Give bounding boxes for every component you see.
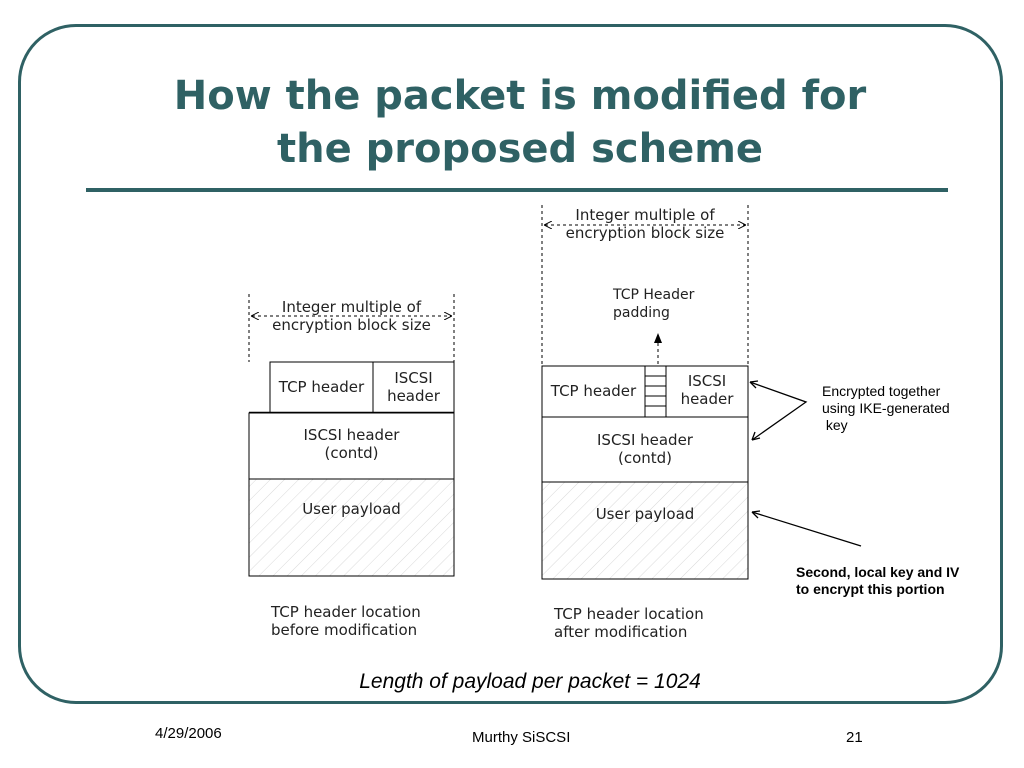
encrypted-together-note: Encrypted together using IKE-generated k…	[822, 383, 950, 434]
left-iscsi-contd-box	[248, 412, 455, 480]
right-iscsi-line-2: header	[680, 390, 734, 408]
right-user-payload: User payload	[595, 505, 695, 523]
left-span-label: Integer multiple of encryption block siz…	[249, 298, 454, 334]
title-line-2: the proposed scheme	[276, 126, 764, 172]
payload-length-formula: Length of payload per packet = 1024	[359, 670, 701, 693]
second-key-arrow	[751, 511, 862, 547]
annotation-arrows	[749, 380, 862, 547]
right-payload-box	[541, 481, 749, 580]
left-iscsi-contd-line-2: (contd)	[324, 444, 379, 462]
encrypted-arrowhead-bottom	[751, 431, 761, 441]
left-span-line-1: Integer multiple of	[281, 298, 422, 316]
right-iscsi-line-1: ISCSI	[687, 372, 727, 390]
left-packet	[248, 294, 455, 577]
encrypted-line-2: using IKE-generated	[822, 400, 950, 416]
right-span-line-2: encryption block size	[565, 224, 725, 242]
second-key-line-1: Second, local key and IV	[796, 564, 960, 580]
tcp-header-padding-label: TCP Header padding	[613, 286, 694, 322]
right-iscsi-header: ISCSI header	[666, 372, 748, 408]
footer-date: 4/29/2006	[155, 725, 222, 742]
padding-line-2: padding	[613, 305, 670, 321]
right-iscsi-contd-box	[541, 416, 749, 483]
left-user-payload: User payload	[302, 500, 401, 518]
left-span-line-2: encryption block size	[272, 316, 431, 334]
encrypted-bracket	[749, 381, 808, 441]
right-caption: TCP header location after modification	[554, 605, 704, 641]
left-iscsi-contd: ISCSI header (contd)	[249, 426, 454, 462]
right-packet	[541, 205, 749, 580]
title-line-1: How the packet is modified for	[173, 73, 867, 119]
title-underline	[86, 188, 948, 192]
right-tcp-header: TCP header	[550, 382, 637, 400]
right-caption-line-2: after modification	[554, 623, 688, 641]
right-caption-line-1: TCP header location	[554, 605, 704, 623]
left-caption-line-2: before modification	[271, 621, 418, 639]
second-key-line-2: to encrypt this portion	[796, 581, 945, 597]
left-iscsi-contd-line-1: ISCSI header	[303, 426, 400, 444]
right-span-line-1: Integer multiple of	[575, 206, 715, 224]
footer-page-number: 21	[846, 729, 863, 746]
encrypted-arrowhead-top	[749, 380, 759, 389]
padding-line-1: TCP Header	[613, 287, 695, 303]
left-iscsi-line-2: header	[387, 387, 440, 405]
encrypted-line-1: Encrypted together	[822, 383, 941, 399]
right-iscsi-contd-line-1: ISCSI header	[597, 431, 693, 449]
right-iscsi-contd-line-2: (contd)	[617, 449, 673, 467]
left-tcp-header: TCP header	[278, 378, 365, 396]
left-payload-box	[248, 478, 455, 577]
encrypted-line-3: key	[822, 417, 848, 433]
right-span-label: Integer multiple of encryption block siz…	[542, 206, 748, 242]
slide-frame	[18, 24, 1003, 704]
footer-author: Murthy SiSCSI	[472, 729, 571, 746]
second-key-note: Second, local key and IV to encrypt this…	[796, 564, 959, 598]
slide-title: How the packet is modified for the propo…	[60, 70, 980, 176]
left-iscsi-header: ISCSI header	[373, 369, 454, 405]
second-key-arrowhead	[751, 510, 761, 519]
left-caption: TCP header location before modification	[271, 603, 421, 639]
right-iscsi-contd: ISCSI header (contd)	[542, 431, 748, 467]
left-iscsi-line-1: ISCSI	[394, 369, 433, 387]
padding-stripes	[645, 375, 666, 407]
left-caption-line-1: TCP header location	[271, 603, 421, 621]
